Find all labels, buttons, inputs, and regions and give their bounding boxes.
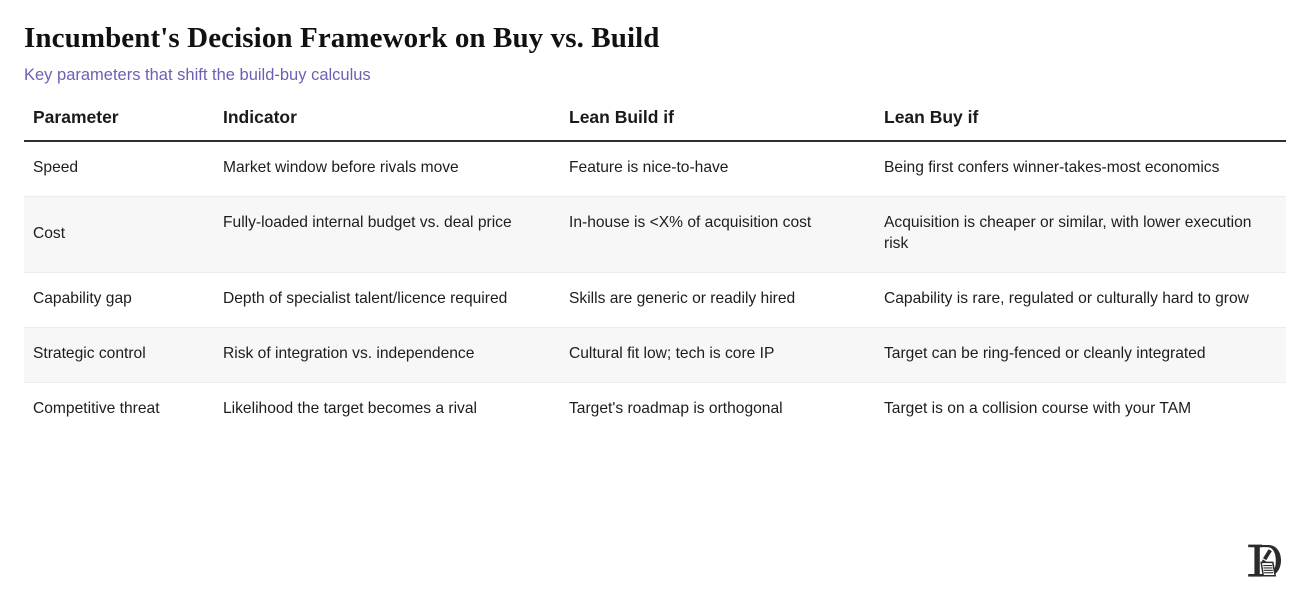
- column-header-lean-build-if: Lean Build if: [569, 107, 884, 143]
- cell-indicator: Depth of specialist talent/licence requi…: [223, 272, 569, 328]
- cell-parameter: Speed: [24, 141, 223, 198]
- cell-indicator: Fully-loaded internal budget vs. deal pr…: [223, 196, 569, 273]
- cell-indicator: Likelihood the target becomes a rival: [223, 399, 477, 417]
- column-header-indicator: Indicator: [223, 107, 569, 143]
- table-body: Speed Market window before rivals move F…: [24, 141, 1286, 436]
- cell-lean-build-if: Skills are generic or readily hired: [569, 272, 884, 328]
- table-row: Cost Fully-loaded internal budget vs. de…: [24, 196, 1286, 273]
- column-header-parameter: Parameter: [24, 107, 223, 143]
- cell-lean-buy-if: Target can be ring-fenced or cleanly int…: [884, 327, 1286, 383]
- cell-parameter: Cost: [24, 196, 223, 273]
- table-row: Capability gap Depth of specialist talen…: [24, 272, 1286, 328]
- cell-parameter: Strategic control: [24, 327, 223, 383]
- cell-lean-buy-if: Capability is rare, regulated or cultura…: [884, 272, 1286, 328]
- page-subtitle: Key parameters that shift the build-buy …: [24, 66, 371, 85]
- table-row: Competitive threat Likelihood the target…: [24, 382, 1286, 436]
- header: Incumbent's Decision Framework on Buy vs…: [0, 0, 1310, 86]
- cell-parameter: Capability gap: [24, 272, 223, 328]
- cell-lean-buy-if: Acquisition is cheaper or similar, with …: [884, 196, 1286, 273]
- table-container: Parameter Indicator Lean Build if Lean B…: [24, 107, 1286, 436]
- cell-lean-buy-if: Being first confers winner-takes-most ec…: [884, 141, 1286, 198]
- publisher-monogram-icon: [1244, 539, 1284, 583]
- page-title: Incumbent's Decision Framework on Buy vs…: [24, 22, 660, 54]
- table-row: Speed Market window before rivals move F…: [24, 141, 1286, 198]
- cell-indicator: Risk of integration vs. independence: [223, 327, 569, 383]
- column-header-lean-buy-if: Lean Buy if: [884, 107, 1286, 143]
- cell-parameter: Competitive threat: [33, 399, 160, 417]
- cell-lean-build-if: Target's roadmap is orthogonal: [569, 399, 783, 417]
- cell-lean-build-if: Feature is nice-to-have: [569, 141, 884, 198]
- framework-table: Parameter Indicator Lean Build if Lean B…: [24, 107, 1286, 436]
- cell-indicator: Market window before rivals move: [223, 141, 569, 198]
- cell-lean-build-if: In-house is <X% of acquisition cost: [569, 196, 884, 273]
- cell-lean-buy-if: Target is on a collision course with you…: [884, 399, 1192, 417]
- table-header-row: Parameter Indicator Lean Build if Lean B…: [24, 107, 1286, 143]
- cell-lean-build-if: Cultural fit low; tech is core IP: [569, 327, 884, 383]
- table-row: Strategic control Risk of integration vs…: [24, 327, 1286, 383]
- table-header: Parameter Indicator Lean Build if Lean B…: [24, 107, 1286, 143]
